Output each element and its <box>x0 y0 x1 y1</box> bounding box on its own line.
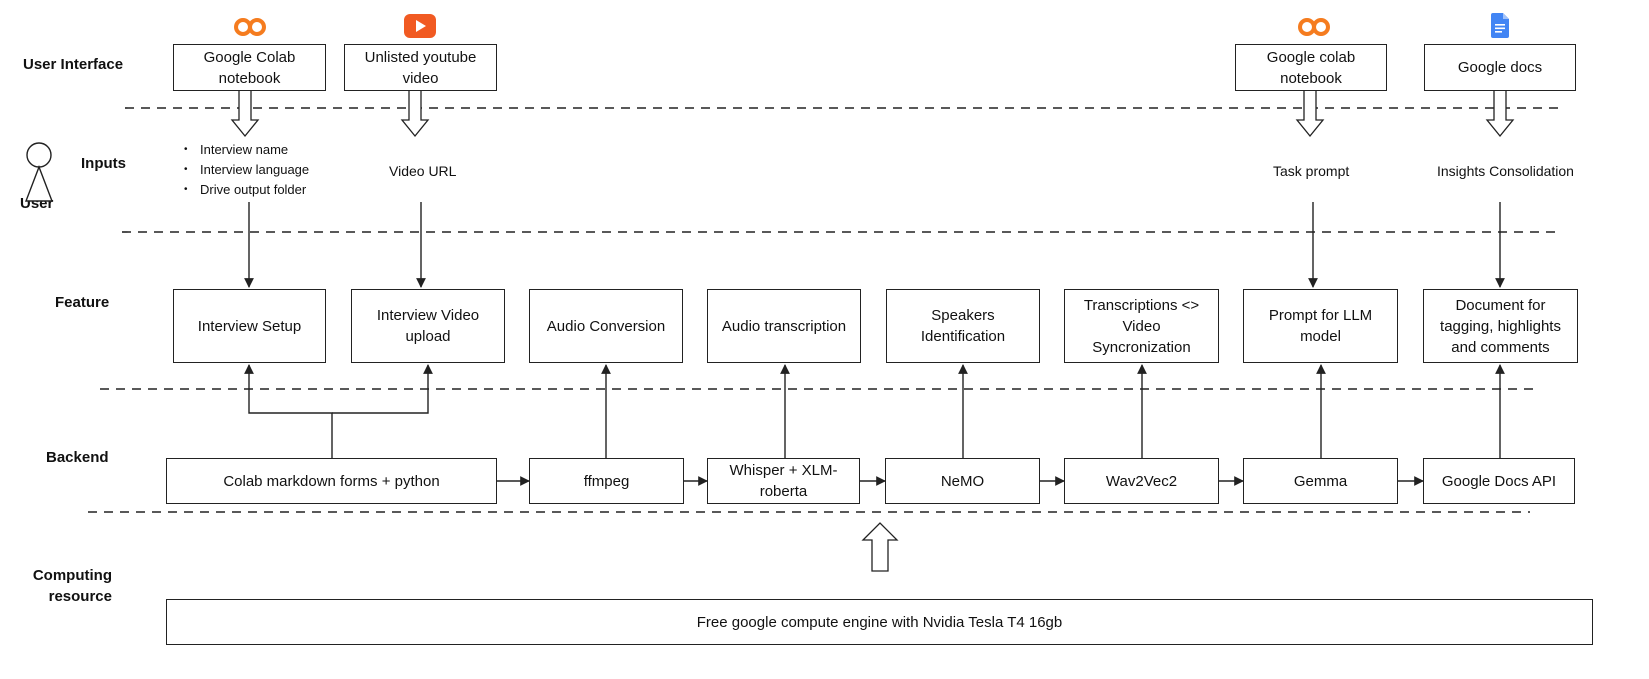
ui-google-colab-notebook: Google Colab notebook <box>173 44 326 91</box>
google-docs-icon <box>1491 13 1509 38</box>
backend-nemo: NeMO <box>885 458 1040 504</box>
feature-speakers-identification: Speakers Identification <box>886 289 1040 363</box>
youtube-icon <box>404 14 436 38</box>
list-item: Drive output folder <box>184 180 309 200</box>
feature-video-synchronization: Transcriptions <> Video Syncronization <box>1064 289 1219 363</box>
backend-whisper-xlm-roberta: Whisper + XLM- roberta <box>707 458 860 504</box>
row-label-user-interface: User Interface <box>23 56 124 73</box>
feature-document-tagging: Document for tagging, highlights and com… <box>1423 289 1578 363</box>
list-item: Interview language <box>184 160 309 180</box>
interview-setup-inputs: Interview name Interview language Drive … <box>178 140 309 200</box>
row-label-backend: Backend <box>46 449 109 466</box>
ui-input-arrows <box>230 89 1515 138</box>
backend-gemma: Gemma <box>1243 458 1398 504</box>
list-item: Interview name <box>184 140 309 160</box>
backend-google-docs-api: Google Docs API <box>1423 458 1575 504</box>
row-separators <box>88 107 1560 513</box>
backend-feature-arrows <box>244 364 1505 458</box>
user-stick-figure-icon <box>24 142 54 202</box>
colab-icon <box>234 18 266 36</box>
row-label-feature: Feature <box>55 294 110 311</box>
ui-google-colab-notebook-2: Google colab notebook <box>1235 44 1387 91</box>
backend-wav2vec2: Wav2Vec2 <box>1064 458 1219 504</box>
row-label-computing-resource: Computing resource <box>32 567 112 605</box>
input-insights-consolidation: Insights Consolidation <box>1437 163 1574 179</box>
input-task-prompt: Task prompt <box>1273 163 1350 179</box>
row-label-inputs: Inputs <box>81 155 126 172</box>
backend-colab-markdown-forms: Colab markdown forms + python <box>166 458 497 504</box>
feature-audio-transcription: Audio transcription <box>707 289 861 363</box>
input-video-url: Video URL <box>389 163 457 179</box>
feature-audio-conversion: Audio Conversion <box>529 289 683 363</box>
input-feature-arrows <box>244 202 1505 288</box>
feature-interview-setup: Interview Setup <box>173 289 326 363</box>
ui-google-docs: Google docs <box>1424 44 1576 91</box>
ui-unlisted-youtube-video: Unlisted youtube video <box>344 44 497 91</box>
feature-prompt-llm: Prompt for LLM model <box>1243 289 1398 363</box>
feature-interview-video-upload: Interview Video upload <box>351 289 505 363</box>
colab-icon <box>1298 18 1330 36</box>
backend-ffmpeg: ffmpeg <box>529 458 684 504</box>
compute-engine-box: Free google compute engine with Nvidia T… <box>166 599 1593 645</box>
